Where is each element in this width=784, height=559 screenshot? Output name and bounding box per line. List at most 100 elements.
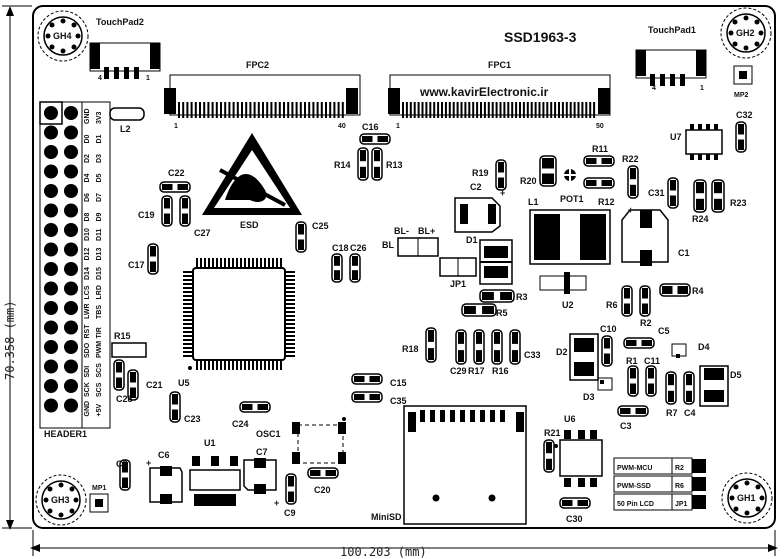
c32-component: C32 xyxy=(735,110,753,153)
c9-component: C9 xyxy=(284,473,297,518)
c16-component: C16 xyxy=(359,122,391,145)
c23-component: C23 xyxy=(169,391,201,424)
svg-text:R19: R19 xyxy=(472,168,489,178)
svg-text:R14: R14 xyxy=(334,160,351,170)
svg-text:R11: R11 xyxy=(592,144,608,154)
header-pin-label: D13 xyxy=(96,248,103,261)
jumper-ref: R2 xyxy=(675,465,684,472)
c2-capacitor: C2 + xyxy=(454,182,505,233)
r2-component: R2 xyxy=(639,285,652,328)
svg-text:4: 4 xyxy=(98,75,102,82)
mounting-hole-gh3: GH3 xyxy=(35,474,87,526)
header-pin xyxy=(64,203,78,218)
u6-ic: U6 xyxy=(554,414,603,487)
osc1-crystal: OSC1 xyxy=(256,417,346,464)
r11-component: R11 xyxy=(583,144,615,167)
header-pin xyxy=(64,320,78,335)
c18-component: C18 xyxy=(331,243,349,283)
mounting-hole-gh1: GH1 xyxy=(721,472,773,524)
board-title: SSD1963-3 xyxy=(504,29,577,45)
svg-text:C7: C7 xyxy=(256,447,268,457)
header-pin-label: TIR xyxy=(96,327,103,338)
header-pin-label: LWR xyxy=(84,303,91,319)
c26-component: C26 xyxy=(349,243,367,283)
header-pin xyxy=(44,320,58,335)
svg-text:C1: C1 xyxy=(678,248,690,258)
header-pin xyxy=(44,340,58,354)
dimension-height: 70.358 (mm) xyxy=(2,5,32,530)
c11-component: C11 xyxy=(644,356,660,397)
svg-text:R15: R15 xyxy=(114,331,131,341)
svg-text:C17: C17 xyxy=(128,260,145,270)
svg-text:FPC1: FPC1 xyxy=(488,60,511,70)
svg-text:R24: R24 xyxy=(692,214,709,224)
svg-text:BL: BL xyxy=(382,240,394,250)
svg-text:C6: C6 xyxy=(158,450,170,460)
svg-text:BL+: BL+ xyxy=(418,226,435,236)
r5-component: R5 xyxy=(461,303,508,318)
r12-component: R12 xyxy=(583,177,615,207)
c21-component: C21 xyxy=(127,369,163,401)
svg-text:L1: L1 xyxy=(528,197,539,207)
svg-text:C9: C9 xyxy=(284,508,296,518)
website-label: www.kavirElectronic.ir xyxy=(419,85,549,99)
c35-component: C35 xyxy=(351,391,407,406)
svg-text:C18: C18 xyxy=(332,243,349,253)
svg-text:D1: D1 xyxy=(466,235,478,245)
d2-diode: D2 xyxy=(556,333,599,381)
header-pin xyxy=(44,106,58,120)
header-pin xyxy=(44,164,58,179)
fpc2-connector: FPC2 1 40 xyxy=(164,60,361,130)
svg-text:FPC2: FPC2 xyxy=(246,60,269,70)
jumper-label: PWM-SSD xyxy=(617,483,651,490)
header-pin-label: D14 xyxy=(84,267,91,280)
header-pin-label: D11 xyxy=(96,228,103,241)
r24-component: R24 xyxy=(692,179,709,224)
svg-text:50: 50 xyxy=(596,123,604,130)
svg-text:R4: R4 xyxy=(692,286,704,296)
r3-component: R3 xyxy=(479,289,528,303)
header-pin xyxy=(64,262,78,276)
header-pin-label: D2 xyxy=(84,154,91,163)
svg-text:40: 40 xyxy=(338,123,346,130)
c24-component: C24 xyxy=(232,401,271,429)
c17-component: C17 xyxy=(128,243,159,275)
svg-text:U2: U2 xyxy=(562,300,574,310)
r22-component: R22 xyxy=(622,154,639,199)
svg-text:D3: D3 xyxy=(583,392,595,402)
svg-text:HEADER1: HEADER1 xyxy=(44,429,87,439)
jumper-ref: R6 xyxy=(675,483,684,490)
svg-text:C26: C26 xyxy=(350,243,367,253)
svg-text:MiniSD: MiniSD xyxy=(371,512,402,522)
c1-capacitor: + C1 xyxy=(621,205,690,266)
svg-text:C21: C21 xyxy=(146,380,163,390)
c10-component: C10 xyxy=(600,324,617,367)
l2-inductor: L2 xyxy=(109,107,145,134)
l1-inductor: L1 xyxy=(528,197,611,265)
d3-diode: D3 xyxy=(583,377,613,402)
jp1-jumper: JP1 xyxy=(439,257,477,289)
c5-component: C5 xyxy=(623,326,670,349)
svg-text:C28: C28 xyxy=(116,394,133,404)
svg-text:C27: C27 xyxy=(194,228,211,238)
svg-text:C23: C23 xyxy=(184,414,201,424)
svg-text:R6: R6 xyxy=(606,300,618,310)
svg-text:R2: R2 xyxy=(640,318,652,328)
svg-text:C20: C20 xyxy=(314,485,331,495)
svg-text:C30: C30 xyxy=(566,514,583,524)
header-pin xyxy=(44,223,58,237)
svg-text:MP1: MP1 xyxy=(92,485,107,492)
svg-text:GH1: GH1 xyxy=(737,493,756,503)
r6-component: R6 xyxy=(606,285,633,317)
header-pin-label: SCS xyxy=(96,382,103,397)
touchpad1-connector: TouchPad1 4 1 xyxy=(635,25,707,92)
svg-text:U5: U5 xyxy=(178,378,190,388)
svg-text:C31: C31 xyxy=(648,188,665,198)
c30-component: C30 xyxy=(559,497,591,524)
mp2-testpoint: MP2 xyxy=(733,65,753,99)
header-pin xyxy=(44,379,58,393)
c8-component: C8 xyxy=(116,459,131,491)
c6-capacitor: C6 + xyxy=(146,450,183,504)
header-pin xyxy=(44,184,58,198)
